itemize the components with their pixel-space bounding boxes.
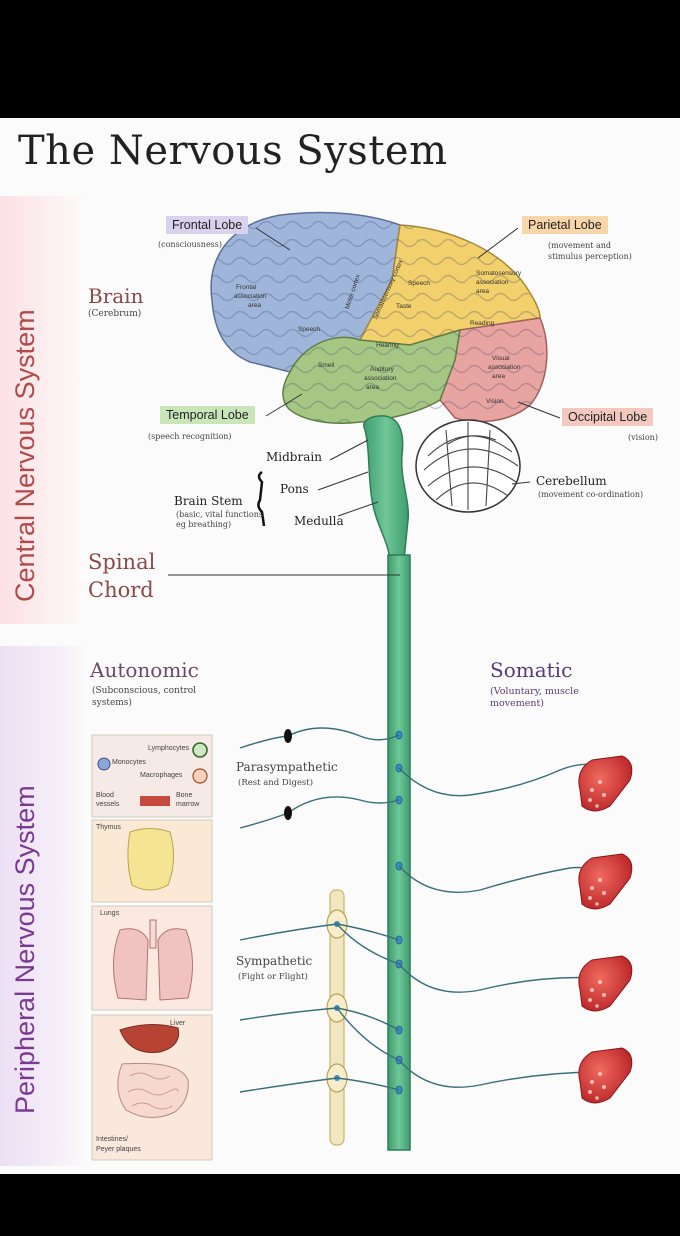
sympathetic-chain xyxy=(326,889,348,1146)
medulla-label: Medulla xyxy=(294,514,344,528)
organ-macrophages: Macrophages xyxy=(140,772,183,779)
organ-thymus: Thymus xyxy=(96,824,121,831)
parietal-lobe-label: Parietal Lobe xyxy=(522,216,608,234)
spinal-label-2: Chord xyxy=(88,578,154,602)
pons-label: Pons xyxy=(280,482,309,496)
brain-stem-label: Brain Stem xyxy=(174,494,243,508)
area-somato-assoc-1: Somatosensory xyxy=(476,270,522,277)
organ-panels xyxy=(91,734,213,1161)
muscle-bundles xyxy=(578,755,633,1104)
autonomic-label: Autonomic xyxy=(90,658,199,682)
area-frontal-assoc-3: area xyxy=(248,302,262,309)
autonomic-nerves xyxy=(239,727,400,1093)
brain-sub: (Cerebrum) xyxy=(88,309,142,319)
temporal-lobe-label: Temporal Lobe xyxy=(160,406,255,424)
brain-stem-sub-1: (basic, vital functions xyxy=(176,510,263,519)
parietal-lobe-sub-1: (movement and xyxy=(548,241,612,250)
area-visual-2: association xyxy=(488,364,521,371)
somatic-label: Somatic xyxy=(490,658,573,682)
area-auditory-3: area xyxy=(366,384,380,391)
area-visual-3: area xyxy=(492,373,506,380)
area-frontal-assoc-2: association xyxy=(234,293,267,300)
area-auditory-2: association xyxy=(364,375,397,382)
area-taste: Taste xyxy=(396,303,412,310)
organ-blood-2: vessels xyxy=(96,801,120,808)
parasympathetic-sub: (Rest and Digest) xyxy=(238,778,314,788)
area-visual-1: Visual xyxy=(492,355,510,362)
organ-intestines-1: Intestines/ xyxy=(96,1136,128,1143)
somatic-sub-2: movement) xyxy=(490,698,544,709)
brain-stem-sub-2: eg breathing) xyxy=(176,520,232,529)
autonomic-sub-2: systems) xyxy=(92,698,132,708)
area-smell: Smell xyxy=(318,362,335,369)
muscle-4 xyxy=(578,1047,633,1104)
midbrain-label: Midbrain xyxy=(266,450,322,464)
muscle-1 xyxy=(578,755,633,812)
organ-lungs: Lungs xyxy=(100,910,120,917)
spinal-label-1: Spinal xyxy=(88,550,156,574)
temporal-lobe-sub: (speech recognition) xyxy=(148,432,232,441)
pns-band xyxy=(0,646,88,1166)
area-speech-2: Speech xyxy=(408,280,431,287)
frontal-lobe-label: Frontal Lobe xyxy=(166,216,249,234)
organ-intestines-2: Peyer plaques xyxy=(96,1146,141,1153)
area-somato-assoc-2: association xyxy=(476,279,509,286)
area-speech-1: Speech xyxy=(298,326,321,333)
area-somato-assoc-3: area xyxy=(476,288,490,295)
brain-stem-shape xyxy=(363,415,410,561)
occipital-lobe-sub: (vision) xyxy=(628,433,658,442)
organ-blood-1: Blood xyxy=(96,792,114,799)
somatic-nerves xyxy=(398,763,601,1088)
organ-monocytes: Monocytes xyxy=(112,759,146,766)
organ-lymphocytes: Lymphocytes xyxy=(148,745,189,752)
area-auditory-1: Auditory xyxy=(370,366,394,373)
muscle-2 xyxy=(578,853,633,910)
parasympathetic-ganglia xyxy=(284,729,292,820)
brain-stem-bracket xyxy=(257,470,266,527)
autonomic-sub-1: (Subconscious, control xyxy=(92,686,197,696)
organ-bone-2: marrow xyxy=(176,801,200,808)
parasympathetic-label: Parasympathetic xyxy=(236,760,338,774)
parietal-lobe-sub-2: stimulus perception) xyxy=(548,252,632,261)
area-reading: Reading xyxy=(470,320,495,327)
sympathetic-label: Sympathetic xyxy=(236,954,313,968)
spinal-cord-shape xyxy=(387,554,411,1151)
muscle-3 xyxy=(578,955,633,1012)
cerebellum-sub: (movement co-ordination) xyxy=(538,490,644,499)
organ-bone-1: Bone xyxy=(176,792,193,799)
brain-label: Brain xyxy=(88,284,144,308)
somatic-sub-1: (Voluntary, muscle xyxy=(490,686,579,697)
cerebellum-shape xyxy=(415,419,521,513)
area-hearing: Hearing xyxy=(376,342,399,349)
area-frontal-assoc-1: Frontal xyxy=(236,284,257,291)
frontal-lobe-sub: (consciousness) xyxy=(158,240,223,249)
cerebellum-label: Cerebellum xyxy=(536,474,607,488)
cns-band xyxy=(0,196,88,624)
occipital-lobe-label: Occipital Lobe xyxy=(562,408,654,426)
pointer-lines xyxy=(168,227,561,576)
sympathetic-sub: (Fight or Flight) xyxy=(238,972,308,982)
organ-liver: Liver xyxy=(170,1020,186,1027)
page-title: The Nervous System xyxy=(18,128,448,174)
area-vision: Vision xyxy=(486,398,504,405)
